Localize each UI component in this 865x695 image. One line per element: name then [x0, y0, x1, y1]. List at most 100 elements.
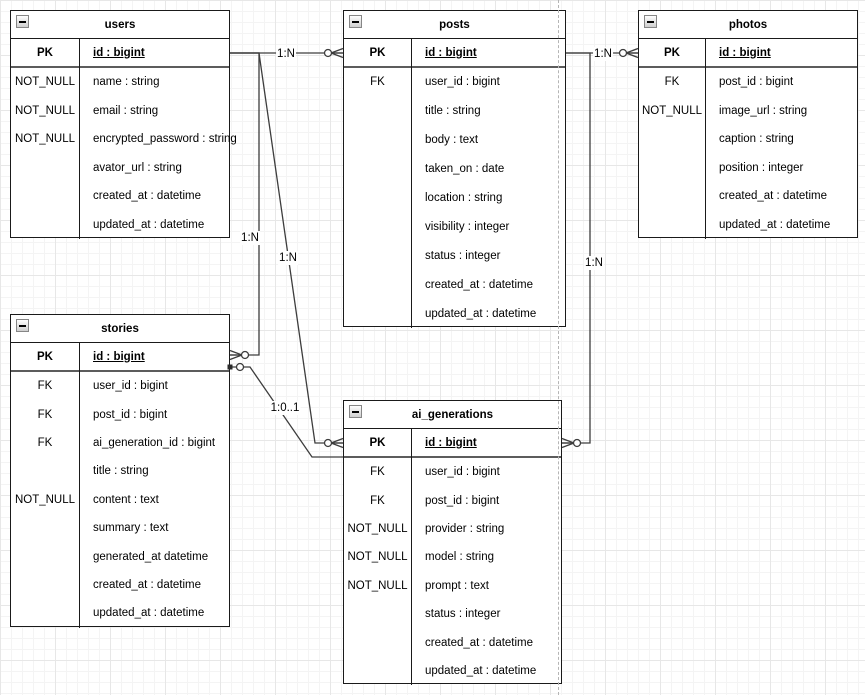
crow-foot-marker: [330, 442, 344, 449]
row-key-constraint: FK: [370, 466, 385, 479]
zero-cardinality-circle-marker: [618, 48, 628, 58]
relationship-label-ai_generations-stories[interactable]: 1:0..1: [269, 401, 301, 415]
collapse-minus-icon[interactable]: [644, 15, 657, 28]
relationship-edge-users-stories[interactable]: [229, 52, 260, 361]
relationship-edge-posts-ai_generations[interactable]: [561, 52, 591, 449]
table-row-status[interactable]: status : integer: [344, 600, 561, 628]
table-row-body[interactable]: body : text: [344, 126, 565, 155]
minus-glyph: [19, 324, 26, 327]
table-title: ai_generations: [411, 408, 494, 421]
row-field-definition: user_id : bigint: [425, 76, 500, 89]
table-row-created_at[interactable]: created_at : datetime: [11, 571, 229, 599]
collapse-minus-icon[interactable]: [349, 15, 362, 28]
row-field-definition: position : integer: [719, 161, 804, 174]
row-field-definition: email : string: [93, 104, 159, 117]
row-field-definition: created_at : datetime: [719, 190, 828, 203]
table-row-post_id[interactable]: FK post_id : bigint: [639, 68, 857, 97]
table-header[interactable]: photos: [639, 11, 857, 39]
row-field-definition: updated_at : datetime: [719, 218, 831, 231]
collapse-minus-icon[interactable]: [16, 15, 29, 28]
table-row-taken_on[interactable]: taken_on : date: [344, 155, 565, 184]
relationship-label-posts-photos[interactable]: 1:N: [593, 47, 613, 61]
column-divider: [79, 39, 80, 239]
table-row-updated_at[interactable]: updated_at : datetime: [344, 657, 561, 685]
row-field-definition: provider : string: [425, 522, 505, 535]
relationship-label-users-ai_generations[interactable]: 1:N: [278, 251, 298, 265]
table-row-updated_at[interactable]: updated_at : datetime: [639, 211, 857, 240]
table-row-updated_at[interactable]: updated_at : datetime: [11, 211, 229, 240]
table-row-updated_at[interactable]: updated_at : datetime: [344, 299, 565, 328]
row-key-constraint: NOT_NULL: [14, 76, 76, 89]
minus-glyph: [647, 20, 654, 23]
table-row-created_at[interactable]: created_at : datetime: [344, 270, 565, 299]
row-field-definition: user_id : bigint: [425, 466, 500, 479]
table-row-user_id[interactable]: FK user_id : bigint: [344, 458, 561, 486]
table-header[interactable]: posts: [344, 11, 565, 39]
table-row-updated_at[interactable]: updated_at : datetime: [11, 599, 229, 627]
row-key-constraint: FK: [664, 76, 680, 89]
row-field-definition: location : string: [425, 192, 503, 204]
table-header[interactable]: users: [11, 11, 229, 39]
relationship-label-users-stories[interactable]: 1:N: [240, 231, 260, 245]
table-row-avator_url[interactable]: avator_url : string: [11, 154, 229, 183]
zero-cardinality-circle-marker: [572, 438, 582, 448]
relationship-label-users-posts[interactable]: 1:N: [276, 47, 296, 61]
crow-foot-marker: [229, 354, 243, 361]
column-divider: [411, 429, 412, 686]
edge-line: [562, 52, 591, 444]
row-field-definition: prompt : text: [425, 579, 489, 592]
relationship-label-posts-ai_generations[interactable]: 1:N: [584, 256, 604, 270]
table-row-created_at[interactable]: created_at : datetime: [639, 182, 857, 211]
table-header[interactable]: ai_generations: [344, 401, 561, 429]
crow-foot-marker: [625, 47, 639, 54]
row-field-definition: status : integer: [425, 249, 501, 262]
table-row-title[interactable]: title : string: [344, 97, 565, 126]
row-field-definition: created_at : datetime: [93, 190, 202, 203]
collapse-minus-icon[interactable]: [16, 319, 29, 332]
table-row-created_at[interactable]: created_at : datetime: [344, 628, 561, 656]
row-field-definition: taken_on : date: [425, 163, 505, 176]
row-field-definition: post_id : bigint: [719, 76, 794, 89]
column-divider: [79, 343, 80, 628]
collapse-minus-icon[interactable]: [349, 405, 362, 418]
table-row-summary[interactable]: summary : text: [11, 514, 229, 542]
table-row-status[interactable]: status : integer: [344, 241, 565, 270]
table-row-generated_at[interactable]: generated_at datetime: [11, 542, 229, 570]
table-row-position[interactable]: position : integer: [639, 154, 857, 183]
table-row-location[interactable]: location : string: [344, 184, 565, 213]
row-field-definition: avator_url : string: [93, 161, 182, 174]
row-key-constraint: PK: [37, 350, 53, 363]
table-header[interactable]: stories: [11, 315, 229, 343]
row-key-constraint: NOT_NULL: [641, 104, 703, 117]
table-row-caption[interactable]: caption : string: [639, 125, 857, 154]
table-row-title[interactable]: title : string: [11, 457, 229, 485]
row-key-constraint: FK: [370, 494, 385, 507]
table-row-created_at[interactable]: created_at : datetime: [11, 182, 229, 211]
row-field-definition: title : string: [425, 105, 481, 118]
table-row-visibility[interactable]: visibility : integer: [344, 212, 565, 241]
